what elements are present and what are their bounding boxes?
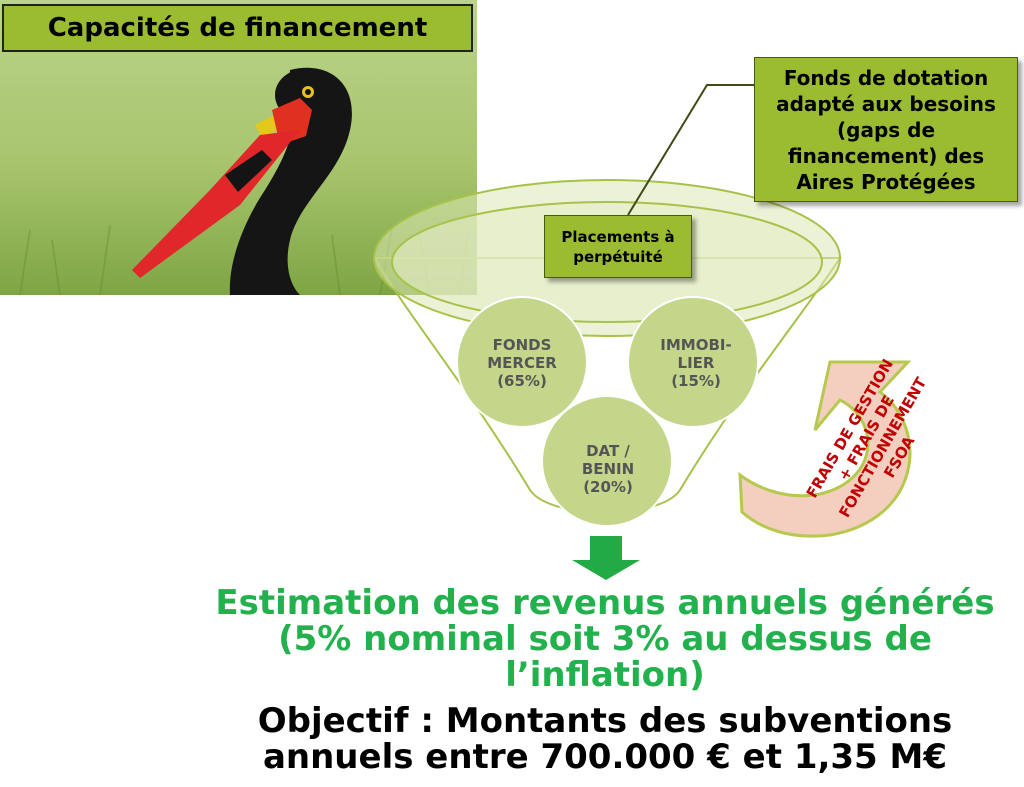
circle-label-line: FONDS — [492, 336, 552, 354]
objectif-text: Objectif : Montants des subventions annu… — [180, 703, 1024, 775]
circle-label-line: IMMOBI- — [660, 336, 732, 354]
estimation-text: Estimation des revenus annuels générés (… — [180, 585, 1024, 693]
circle-label-dat-benin: DAT / BENIN (20%) — [548, 442, 668, 496]
circle-label-line: (65%) — [497, 372, 547, 390]
objectif-line: annuels entre 700.000 € et 1,35 M€ — [262, 737, 948, 777]
circle-label-line: MERCER — [487, 354, 557, 372]
estimation-line: (5% nominal soit 3% au dessus de — [278, 619, 932, 659]
placements-callout: Placements à perpétuité — [544, 215, 692, 278]
circle-label-line: DAT / — [586, 442, 630, 460]
estimation-line: l’inflation) — [505, 655, 705, 695]
circle-label-line: (20%) — [583, 478, 633, 496]
page-title: Capacités de financement — [2, 4, 473, 52]
down-arrow-icon — [572, 536, 640, 580]
connector-line — [627, 84, 756, 216]
circle-label-line: (15%) — [671, 372, 721, 390]
frais-label: FRAIS DE GESTION + FRAIS DE FONCTIONNEME… — [777, 311, 973, 574]
circle-label-line: BENIN — [581, 460, 635, 478]
fonds-dotation-callout: Fonds de dotation adapté aux besoins (ga… — [754, 57, 1018, 202]
circle-label-line: LIER — [677, 354, 715, 372]
circle-label-immobilier: IMMOBI- LIER (15%) — [636, 336, 756, 390]
circle-label-fonds-mercer: FONDS MERCER (65%) — [462, 336, 582, 390]
objectif-line: Objectif : Montants des subventions — [257, 701, 953, 741]
estimation-line: Estimation des revenus annuels générés — [215, 583, 995, 623]
